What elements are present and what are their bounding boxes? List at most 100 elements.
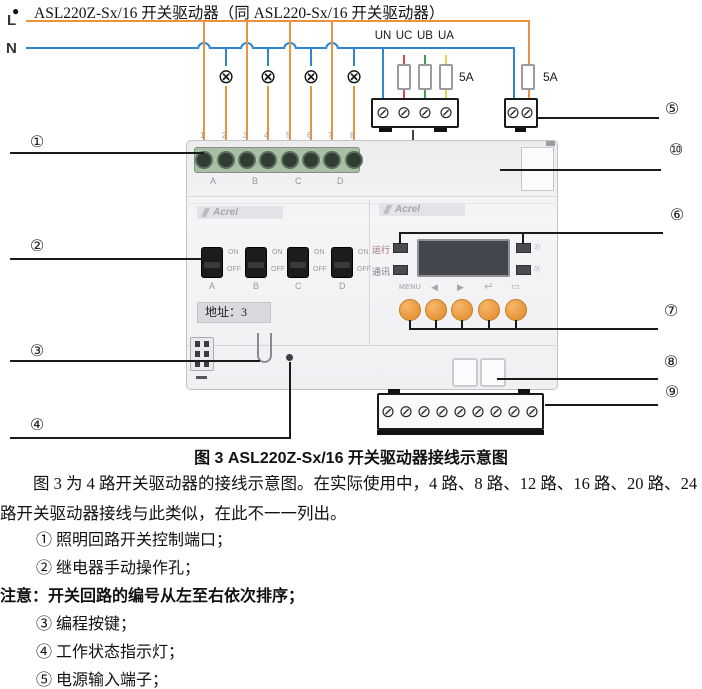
lamp-wire-n bbox=[225, 48, 227, 67]
block-foot bbox=[379, 128, 392, 132]
terminal-number: 5 bbox=[286, 131, 291, 140]
lamp-wire-l bbox=[267, 85, 269, 151]
terminal-number: 6 bbox=[307, 131, 312, 140]
status-led-label: 0( bbox=[534, 266, 541, 273]
bullet-icon: ● bbox=[12, 4, 20, 18]
group-label: A bbox=[210, 176, 217, 186]
note-item-2: ② 继电器手动操作孔； bbox=[36, 560, 201, 577]
screw-icon: ⊘ bbox=[416, 402, 432, 422]
callout-2: ② bbox=[29, 236, 45, 255]
strip-tab bbox=[388, 389, 400, 393]
body-ridge bbox=[186, 345, 558, 346]
callout-line-7s bbox=[435, 320, 437, 329]
programming-button bbox=[257, 333, 272, 363]
callout-8: ⑧ bbox=[663, 352, 679, 371]
brand-name: Acrel bbox=[395, 204, 421, 215]
switch-label: A bbox=[209, 281, 216, 291]
fuse bbox=[397, 64, 411, 90]
pin-connector bbox=[190, 337, 214, 371]
strip-base bbox=[377, 430, 544, 435]
right-key bbox=[451, 299, 473, 321]
run-led-label: 运行 bbox=[372, 245, 391, 255]
body-paragraph: 图 3 为 4 路开关驱动器的接线示意图。在实际使用中，4 路、8 路、12 路… bbox=[0, 474, 698, 523]
callout-line-9 bbox=[545, 404, 658, 406]
on-label: ON bbox=[358, 249, 369, 256]
brand-logo: Acrel bbox=[379, 203, 465, 216]
note-item-3: ③ 编程按键； bbox=[36, 616, 137, 633]
lamp-wire-l bbox=[310, 85, 312, 151]
screw-icon: ⊘ bbox=[524, 402, 540, 422]
callout-line-4v bbox=[289, 362, 291, 438]
group-label: C bbox=[295, 176, 302, 186]
lamp-icon: ⊗ bbox=[216, 64, 236, 88]
callout-4: ④ bbox=[29, 415, 45, 434]
callout-line-5 bbox=[538, 117, 659, 119]
fuse bbox=[418, 64, 432, 90]
callout-line-7s bbox=[488, 320, 490, 329]
group-label: D bbox=[337, 176, 344, 186]
callout-line-6s bbox=[399, 232, 401, 244]
callout-line-7s bbox=[515, 320, 517, 329]
brand-name: Acrel bbox=[213, 207, 239, 218]
off-label: OFF bbox=[357, 266, 371, 273]
body-ridge bbox=[186, 203, 558, 204]
left-arrow-icon: ◀ bbox=[431, 282, 439, 292]
ub-label: UB bbox=[417, 30, 433, 42]
fuse-rating-label-right: 5A bbox=[543, 70, 558, 84]
screw-icon: ⊘ bbox=[488, 402, 504, 422]
block-stem bbox=[412, 130, 414, 141]
off-label: OFF bbox=[313, 266, 327, 273]
output-terminal bbox=[281, 151, 299, 169]
live-line-label: L bbox=[7, 12, 17, 29]
callout-5: ⑤ bbox=[664, 99, 680, 118]
on-label: ON bbox=[228, 249, 239, 256]
pin bbox=[195, 341, 200, 347]
manual-switch bbox=[245, 247, 267, 278]
callout-3: ③ bbox=[29, 341, 45, 360]
lamp-wire-l bbox=[353, 85, 355, 151]
manual-switch bbox=[287, 247, 309, 278]
output-terminal bbox=[217, 151, 235, 169]
screw-icon: ⊘ bbox=[380, 402, 396, 422]
escape-key bbox=[505, 299, 527, 321]
screw-icon: ⊘ bbox=[452, 402, 468, 422]
terminal-number: 3 bbox=[243, 131, 248, 140]
callout-line-7s bbox=[461, 320, 463, 329]
screw-icon: ⊘ bbox=[470, 402, 486, 422]
bus-cover-notch bbox=[546, 141, 555, 146]
callout-6: ⑥ bbox=[669, 205, 685, 224]
status-led bbox=[516, 243, 531, 253]
lamp-icon: ⊗ bbox=[301, 64, 321, 88]
enter-key bbox=[478, 299, 500, 321]
fuse bbox=[439, 64, 453, 90]
callout-line-7 bbox=[409, 328, 658, 330]
live-wire-drop2 bbox=[528, 86, 530, 100]
screw-icon: ⊘ bbox=[438, 103, 454, 123]
pin bbox=[204, 351, 209, 357]
load-wire bbox=[331, 20, 333, 151]
lamp-icon: ⊗ bbox=[344, 64, 364, 88]
off-label: OFF bbox=[227, 266, 241, 273]
manual-switch bbox=[201, 247, 223, 278]
run-led bbox=[393, 243, 408, 253]
callout-line-3 bbox=[10, 360, 260, 362]
pin bbox=[204, 341, 209, 347]
figure-caption: 图 3 ASL220Z-Sx/16 开关驱动器接线示意图 bbox=[194, 450, 508, 467]
output-terminal bbox=[259, 151, 277, 169]
page-title: ASL220Z-Sx/16 开关驱动器（同 ASL220-Sx/16 开关驱动器… bbox=[34, 5, 445, 22]
escape-key-icon: ▭ bbox=[511, 281, 520, 291]
output-terminal bbox=[323, 151, 341, 169]
switch-label: C bbox=[295, 281, 302, 291]
screw-icon: ⊘ bbox=[434, 402, 450, 422]
terminal-number: 4 bbox=[264, 131, 269, 140]
terminal-number: 1 bbox=[200, 131, 205, 140]
comm-led-label: 通讯 bbox=[372, 267, 391, 277]
fuse-rating-label: 5A bbox=[459, 70, 474, 84]
bus-port bbox=[452, 358, 478, 387]
brand-logo: Acrel bbox=[197, 206, 283, 219]
bottom-terminal-strip bbox=[377, 393, 544, 430]
callout-line-6s bbox=[522, 232, 524, 244]
callout-line-4 bbox=[10, 437, 291, 439]
logo-slash-icon bbox=[382, 205, 393, 214]
